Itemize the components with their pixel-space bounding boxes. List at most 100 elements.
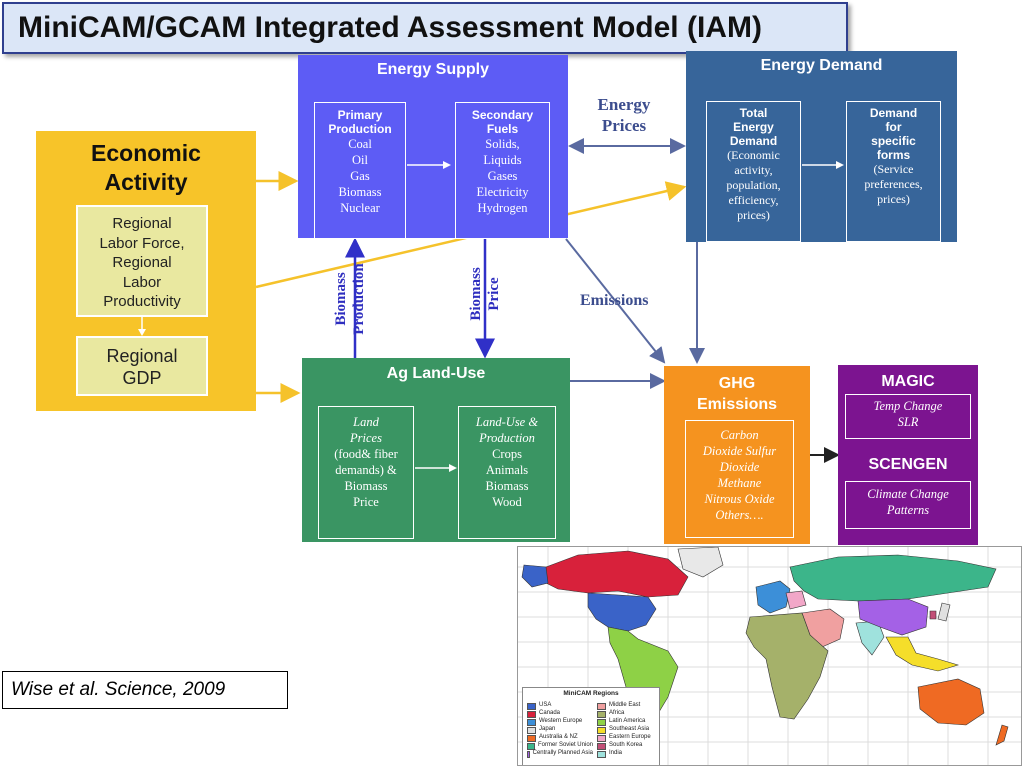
primary-production-box: Primary Production Coal Oil Gas Biomass … bbox=[314, 102, 406, 239]
land-prices-to-production-arrow bbox=[415, 464, 457, 472]
labor-line: Productivity bbox=[103, 293, 181, 310]
legend-swatch bbox=[527, 702, 536, 710]
primary-to-secondary-arrow bbox=[407, 161, 451, 169]
legend-entry: Africa bbox=[597, 710, 659, 718]
box-item: activity, bbox=[734, 163, 773, 177]
box-heading: Primary bbox=[337, 108, 383, 122]
legend-entry: Australia & NZ bbox=[527, 734, 593, 742]
scengen-box: Climate Change Patterns bbox=[845, 481, 971, 529]
box-heading: Fuels bbox=[486, 122, 519, 136]
box-item: Electricity bbox=[476, 185, 529, 199]
box-item: population, bbox=[726, 178, 781, 192]
legend-entry: Former Soviet Union bbox=[527, 742, 593, 750]
legend-entry: South Korea bbox=[597, 742, 659, 750]
legend-swatch bbox=[527, 726, 536, 734]
magic-title: MAGIC bbox=[881, 373, 935, 390]
ag-land-use-title: Ag Land-Use bbox=[386, 365, 486, 382]
ghg-gases-box: Carbon Dioxide Sulfur Dioxide Methane Ni… bbox=[685, 420, 794, 538]
legend-label: Canada bbox=[539, 710, 561, 717]
labor-line: Labor Force, bbox=[99, 234, 185, 252]
legend-swatch bbox=[527, 710, 536, 718]
legend-label: USA bbox=[539, 702, 552, 709]
magic-box: Temp Change SLR bbox=[845, 394, 971, 439]
legend-title: MiniCAM Regions bbox=[563, 690, 619, 697]
magic-scengen-panel: MAGIC Temp Change SLR SCENGEN Climate Ch… bbox=[838, 365, 978, 545]
box-item: Nuclear bbox=[340, 201, 380, 215]
energy-demand-panel: Energy Demand Total Energy Demand (Econo… bbox=[686, 51, 957, 242]
box-item: Liquids bbox=[483, 153, 522, 167]
box-item: Gas bbox=[350, 169, 370, 183]
box-item: Biomass bbox=[485, 479, 529, 493]
citation: Wise et al. Science, 2009 bbox=[2, 671, 288, 709]
box-item: Biomass bbox=[344, 479, 388, 493]
legend-swatch bbox=[527, 750, 530, 758]
gas-item: Methane bbox=[717, 476, 762, 490]
legend-label: India bbox=[609, 750, 623, 757]
legend-entry: Japan bbox=[527, 726, 593, 734]
legend-swatch bbox=[527, 742, 535, 750]
gas-item: Carbon bbox=[720, 428, 759, 442]
legend-swatch bbox=[597, 726, 606, 734]
gdp-box: Regional GDP bbox=[76, 336, 208, 396]
box-item: Price bbox=[353, 495, 379, 509]
scengen-item: Patterns bbox=[886, 503, 930, 517]
legend-entry: Canada bbox=[527, 710, 593, 718]
label-line: Biomass bbox=[468, 267, 484, 321]
gdp-line: Regional bbox=[106, 346, 178, 366]
legend-label: Southeast Asia bbox=[609, 726, 650, 733]
box-heading: Energy bbox=[733, 120, 774, 134]
box-item: Wood bbox=[492, 495, 522, 509]
box-item: efficiency, bbox=[728, 193, 779, 207]
box-heading: Land-Use & bbox=[475, 415, 539, 429]
box-item: prices) bbox=[737, 208, 770, 222]
box-heading: specific bbox=[871, 134, 916, 148]
legend-entry: Centrally Planned Asia bbox=[527, 750, 593, 758]
energy-demand-title: Energy Demand bbox=[760, 57, 883, 74]
energy-prices-label: Energy Prices bbox=[586, 94, 662, 136]
legend-entry: Latin America bbox=[597, 718, 659, 726]
box-heading: Total bbox=[739, 106, 768, 120]
box-item: Biomass bbox=[338, 185, 382, 199]
legend-label: Middle East bbox=[609, 702, 641, 709]
box-item: Animals bbox=[485, 463, 529, 477]
box-item: Solids, bbox=[485, 137, 520, 151]
secondary-fuels-box: Secondary Fuels Solids, Liquids Gases El… bbox=[455, 102, 550, 239]
scengen-item: Climate Change bbox=[867, 487, 949, 501]
land-prices-box: Land Prices (food& fiber demands) & Biom… bbox=[318, 406, 414, 539]
box-heading: forms bbox=[876, 148, 911, 162]
box-item: Hydrogen bbox=[477, 201, 528, 215]
ghg-title: GHG bbox=[718, 375, 756, 392]
gdp-line: GDP bbox=[122, 368, 162, 388]
labor-line: Regional bbox=[112, 215, 172, 232]
legend-entry: Western Europe bbox=[527, 718, 593, 726]
gas-item: Others…. bbox=[715, 508, 764, 522]
label-line: Prices bbox=[601, 116, 647, 135]
legend-entry: Eastern Europe bbox=[597, 734, 659, 742]
box-heading: Production bbox=[328, 122, 392, 136]
legend-swatch bbox=[527, 718, 536, 726]
box-item: Crops bbox=[492, 447, 522, 461]
legend-entry: India bbox=[597, 750, 659, 758]
label-line: Production bbox=[351, 263, 367, 335]
economic-activity-title-2: Activity bbox=[104, 169, 188, 195]
box-heading: Secondary bbox=[471, 108, 534, 122]
total-to-specific-arrow bbox=[802, 161, 844, 169]
total-energy-demand-box: Total Energy Demand (Economic activity, … bbox=[706, 101, 801, 242]
specific-demand-box: Demand for specific forms (Service prefe… bbox=[846, 101, 941, 242]
box-heading: Land bbox=[353, 415, 379, 429]
gas-item: Dioxide Sulfur bbox=[702, 444, 777, 458]
legend-swatch bbox=[597, 702, 606, 710]
label-line: Energy bbox=[597, 95, 651, 114]
biomass-production-label: Biomass Production bbox=[332, 254, 370, 344]
labor-box: Regional Labor Force, Regional Labor Pro… bbox=[76, 205, 208, 317]
ghg-title: Emissions bbox=[696, 396, 778, 413]
box-heading: Prices bbox=[350, 431, 382, 445]
box-item: preferences, bbox=[864, 177, 923, 191]
emissions-label: Emissions bbox=[580, 292, 649, 309]
energy-supply-panel: Energy Supply Primary Production Coal Oi… bbox=[298, 55, 568, 239]
box-item: (Service bbox=[873, 162, 914, 176]
